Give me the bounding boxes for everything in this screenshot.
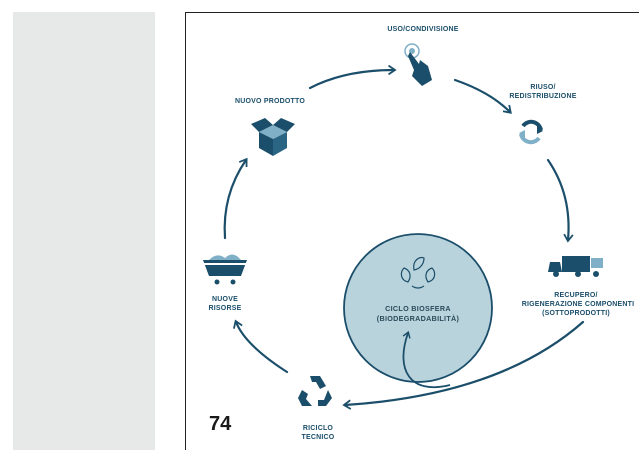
- arrow-nuovo-to-uso: [308, 64, 397, 90]
- label-nuovo-prodotto: NUOVO PRODOTTO: [235, 98, 305, 105]
- label-riuso-line1: RIUSO/: [530, 84, 555, 91]
- recycle-icon: [298, 376, 332, 406]
- label-uso-condivisione: USO/CONDIVISIONE: [387, 26, 458, 33]
- cycle-arrows: [223, 64, 585, 410]
- arrow-biosphere-to-riciclo: [342, 320, 585, 410]
- label-nuove-line2: RISORSE: [209, 305, 242, 312]
- label-riciclo-line2: TECNICO: [302, 434, 335, 441]
- touch-hand-icon: [404, 43, 432, 86]
- arrow-uso-to-riuso: [453, 78, 512, 114]
- label-biosphere-line2: (BIODEGRADABILITÀ): [377, 314, 460, 323]
- biosphere-circle: [343, 233, 493, 383]
- arrow-riuso-to-recupero: [546, 158, 574, 243]
- mine-cart-icon: [203, 254, 247, 285]
- arrow-nuove-to-nuovo: [223, 157, 248, 240]
- label-recupero-line1: RECUPERO/: [554, 292, 597, 299]
- leaves-cycle-icon: [400, 256, 436, 289]
- arrow-inner-loop: [402, 330, 451, 389]
- label-nuove-line1: NUOVE: [212, 296, 238, 303]
- label-riuso-line2: REDISTRIBUZIONE: [509, 93, 576, 100]
- label-recupero-line3: (SOTTOPRODOTTI): [542, 310, 610, 317]
- refresh-cycle-icon: [519, 119, 543, 145]
- diagram-frame: [185, 12, 639, 450]
- arrow-riciclo-to-nuove: [233, 319, 289, 374]
- label-recupero-line2: RIGENERAZIONE COMPONENTI: [522, 301, 635, 308]
- label-riciclo-line1: RICICLO: [303, 425, 334, 432]
- open-box-icon: [251, 118, 295, 156]
- left-margin-panel: [13, 12, 155, 450]
- label-biosphere-line1: CICLO BIOSFERA: [385, 304, 451, 313]
- truck-icon: [548, 256, 603, 277]
- page-number: 74: [209, 413, 232, 435]
